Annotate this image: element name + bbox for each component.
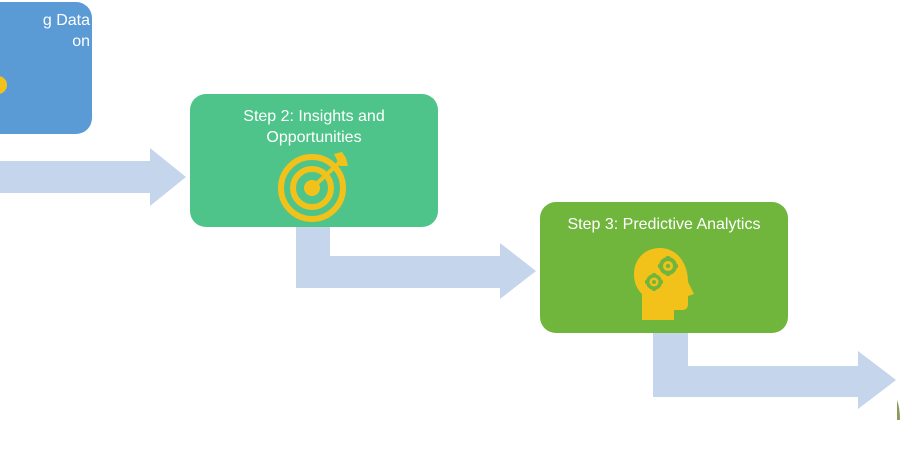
step-3-box: Step 3: Predictive Analytics (540, 202, 788, 333)
arrow-from-step-3 (653, 333, 896, 409)
step-2-box: Step 2: Insights and Opportunities (190, 94, 438, 227)
partial-icon (0, 76, 7, 94)
arrow-to-step-3 (296, 226, 536, 299)
arrow-to-step-2 (0, 148, 186, 206)
partial-edge-mark (897, 400, 900, 420)
step-2-label: Step 2: Insights and Opportunities (243, 108, 385, 146)
step-3-label: Step 3: Predictive Analytics (567, 216, 761, 233)
head-gears-icon (634, 248, 694, 320)
step-1-label: g Data on (42, 12, 90, 50)
step-1-box: g Data on (0, 2, 92, 134)
target-icon (278, 152, 348, 222)
